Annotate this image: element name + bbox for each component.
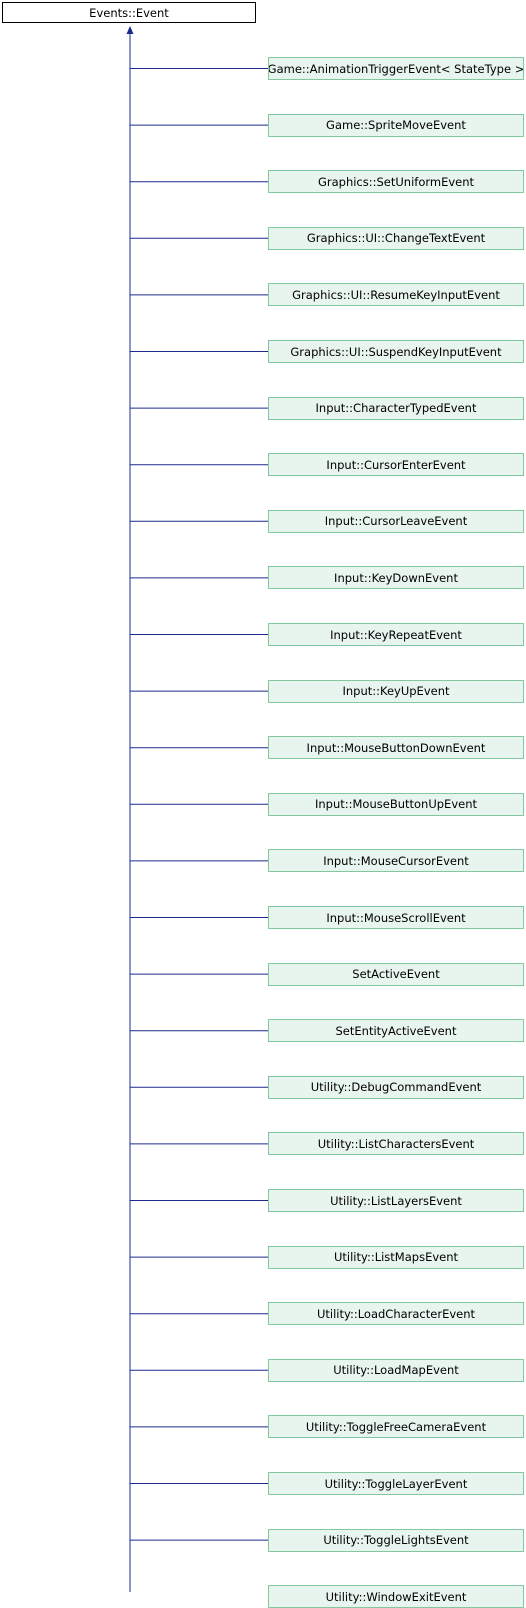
derived-class-node[interactable]: Game::SpriteMoveEvent: [268, 113, 524, 137]
base-class-node[interactable]: Events::Event: [2, 2, 256, 23]
derived-class-node[interactable]: Input::CursorLeaveEvent: [268, 509, 524, 533]
derived-class-node[interactable]: Utility::LoadCharacterEvent: [268, 1302, 524, 1326]
inheritance-arrowhead: [126, 26, 134, 34]
derived-class-node[interactable]: Graphics::UI::ResumeKeyInputEvent: [268, 283, 524, 307]
derived-class-node[interactable]: Utility::ListCharactersEvent: [268, 1132, 524, 1156]
derived-class-node[interactable]: Input::MouseScrollEvent: [268, 906, 524, 929]
derived-class-node[interactable]: Utility::ToggleLightsEvent: [268, 1528, 524, 1552]
derived-class-node[interactable]: Input::MouseCursorEvent: [268, 849, 524, 873]
derived-class-node[interactable]: Graphics::SetUniformEvent: [268, 170, 524, 194]
derived-class-node[interactable]: Utility::WindowExitEvent: [268, 1585, 524, 1608]
derived-class-node[interactable]: Input::KeyDownEvent: [268, 566, 524, 590]
derived-class-node[interactable]: Utility::ToggleFreeCameraEvent: [268, 1415, 524, 1439]
derived-class-node[interactable]: Input::MouseButtonUpEvent: [268, 792, 524, 816]
derived-class-node[interactable]: Graphics::UI::SuspendKeyInputEvent: [268, 340, 524, 363]
derived-class-node[interactable]: Game::AnimationTriggerEvent< StateType >: [268, 57, 524, 80]
derived-class-node[interactable]: Utility::ToggleLayerEvent: [268, 1472, 524, 1495]
derived-class-node[interactable]: SetEntityActiveEvent: [268, 1019, 524, 1043]
derived-class-node[interactable]: SetActiveEvent: [268, 962, 524, 986]
derived-class-node[interactable]: Utility::ListLayersEvent: [268, 1189, 524, 1212]
derived-class-node[interactable]: Input::CursorEnterEvent: [268, 453, 524, 477]
derived-class-node[interactable]: Utility::ListMapsEvent: [268, 1245, 524, 1269]
derived-class-node[interactable]: Utility::DebugCommandEvent: [268, 1075, 524, 1099]
derived-class-node[interactable]: Input::KeyUpEvent: [268, 679, 524, 703]
derived-class-node[interactable]: Input::KeyRepeatEvent: [268, 623, 524, 646]
derived-class-node[interactable]: Utility::LoadMapEvent: [268, 1358, 524, 1382]
derived-class-node[interactable]: Input::MouseButtonDownEvent: [268, 736, 524, 760]
derived-class-node[interactable]: Input::CharacterTypedEvent: [268, 396, 524, 420]
derived-class-node[interactable]: Graphics::UI::ChangeTextEvent: [268, 226, 524, 250]
